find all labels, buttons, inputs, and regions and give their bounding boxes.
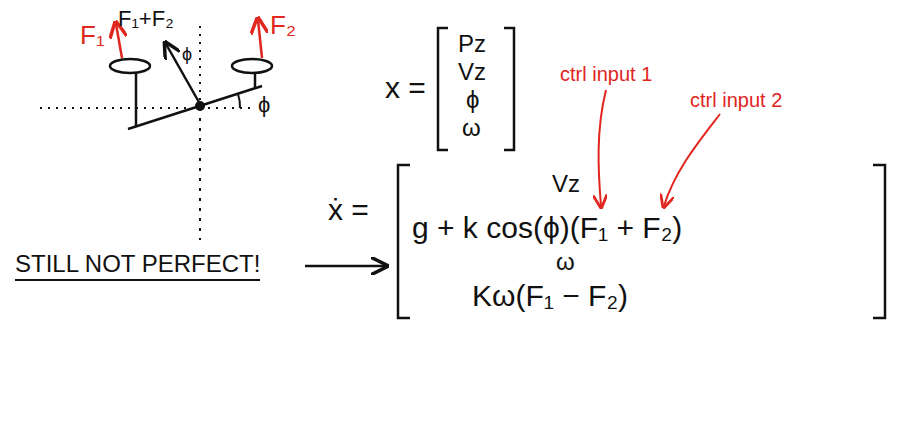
callout-arrow <box>599 90 606 206</box>
rotor <box>110 59 150 73</box>
matrix-bracket <box>438 28 448 150</box>
equation-text: x = <box>385 70 426 106</box>
state-entry: ϕ <box>466 86 479 115</box>
angle-arc <box>238 94 240 108</box>
total-thrust-arrow <box>166 44 200 104</box>
rotor-strut <box>135 72 138 126</box>
matrix-bracket <box>873 165 885 318</box>
note-text: STILL NOT PERFECT! <box>15 250 260 281</box>
equation-entry: g + k cos(ϕ)(F₁ + F₂) <box>412 210 682 246</box>
note-arrow <box>305 265 385 268</box>
angle-label: ϕ <box>182 44 192 66</box>
equation-entry: Vz <box>552 170 580 199</box>
matrix-bracket <box>504 28 514 150</box>
rotor-strut <box>254 72 257 88</box>
angle-label: ϕ <box>258 92 270 118</box>
annotation: ctrl input 2 <box>690 88 782 112</box>
state-entry: Vz <box>458 58 486 87</box>
force-label: F₁+F₂ <box>118 6 174 32</box>
thrust-arrow <box>258 20 262 58</box>
equation-text: ẋ = <box>328 192 369 228</box>
equation-entry: Kω(F₁ − F₂) <box>472 278 628 314</box>
vertical-reference <box>199 20 201 100</box>
equation-entry: ω <box>556 248 575 277</box>
state-entry: Pz <box>458 30 486 59</box>
annotation: ctrl input 1 <box>560 62 652 86</box>
callout-arrow <box>664 114 720 206</box>
horizontal-reference <box>40 107 252 109</box>
vertical-reference <box>199 108 201 240</box>
force-label: F₂ <box>270 10 296 41</box>
matrix-bracket <box>398 165 410 318</box>
rotor <box>232 59 272 73</box>
state-entry: ω <box>462 114 481 143</box>
quad-frame <box>128 86 262 129</box>
force-label: F₁ <box>80 20 105 51</box>
